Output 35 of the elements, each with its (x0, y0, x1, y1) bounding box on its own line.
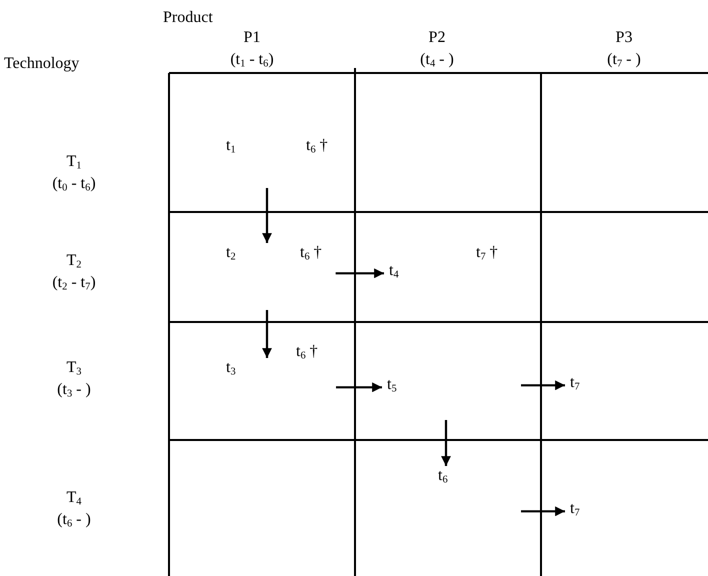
time-label: t$_{5}$ (382, 375, 397, 400)
time-label: t$_{6}$ † (300, 243, 336, 290)
arrow (336, 382, 382, 392)
row-header: T$_{3}$ (66, 358, 82, 380)
column-period: (t$_{1}$ - t$_{6}$) (230, 50, 274, 72)
arrow (441, 420, 451, 466)
row-header: T$_{1}$ (66, 152, 82, 174)
row-period: (t$_{0}$ - t$_{6}$) (52, 174, 96, 196)
time-label: t$_{3}$ (226, 358, 236, 383)
row-period: (t$_{6}$ - ) (57, 510, 91, 532)
row-period: (t$_{2}$ - t$_{7}$) (52, 273, 96, 295)
row-period: (t$_{3}$ - ) (57, 380, 91, 402)
row-header: T$_{2}$ (66, 251, 82, 273)
time-label: t$_{1}$ (226, 136, 236, 161)
column-period: (t$_{4}$ - ) (420, 50, 454, 72)
column-period: (t$_{7}$ - ) (607, 50, 641, 72)
column-header: P1 (244, 28, 260, 48)
time-label: t$_{7}$ † (476, 243, 498, 268)
arrow (521, 506, 565, 516)
column-header: P3 (616, 28, 632, 48)
time-label: t$_{2}$ (226, 243, 236, 268)
time-label: t$_{6}$ † (306, 136, 328, 161)
time-label: t$_{7}$ (565, 373, 580, 398)
arrow (262, 310, 272, 358)
column-header: P2 (428, 28, 446, 48)
arrow (521, 380, 565, 390)
time-label: t$_{7}$ (565, 499, 580, 524)
axis-title: Technology (4, 54, 80, 74)
arrow (262, 188, 272, 243)
time-label: t$_{6}$ (438, 466, 448, 491)
time-label: t$_{4}$ (384, 261, 399, 286)
time-label: t$_{6}$ † (296, 342, 318, 367)
arrow (336, 268, 384, 278)
axis-title: Product (163, 8, 213, 28)
row-header: T$_{4}$ (66, 488, 82, 510)
